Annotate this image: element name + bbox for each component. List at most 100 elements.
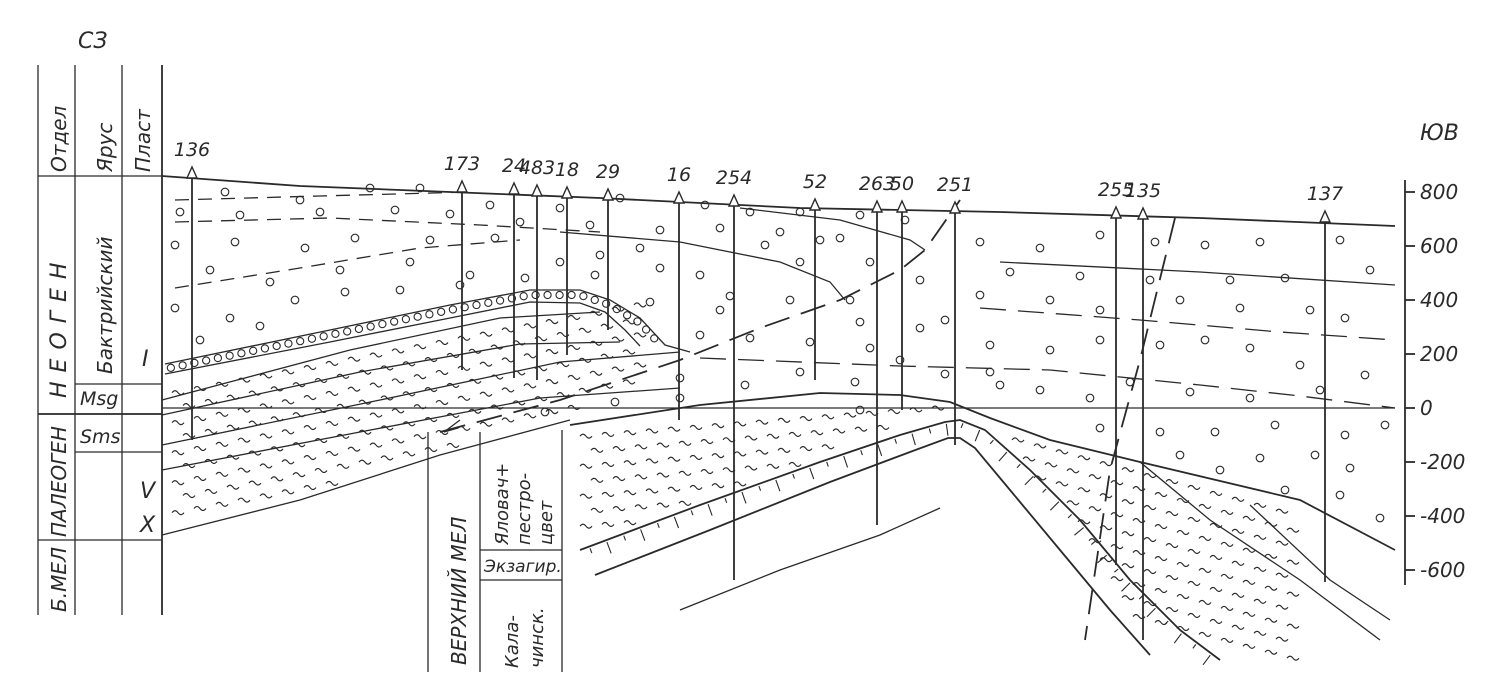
lens-boundary — [739, 207, 926, 251]
well-number-label: 50 — [890, 173, 914, 195]
clay-wave — [1011, 437, 1025, 443]
clay-wave — [391, 408, 405, 414]
clay-wave — [413, 434, 427, 440]
clay-wave — [590, 477, 604, 483]
well-marker — [530, 183, 544, 197]
clay-wave — [1264, 521, 1278, 527]
clay-wave — [193, 445, 207, 452]
clay-wave — [633, 362, 647, 368]
clay-wave — [479, 361, 493, 367]
fault-line — [439, 199, 961, 433]
clay-wave — [435, 369, 449, 376]
pebble — [178, 361, 187, 370]
well-marker — [895, 199, 909, 213]
clay-wave — [1286, 559, 1300, 565]
sand-circle — [1185, 387, 1195, 397]
sand-circle — [1005, 267, 1015, 277]
clay-wave — [601, 431, 615, 437]
pebble — [284, 339, 293, 348]
pebble — [213, 353, 223, 363]
brick-mark — [809, 467, 815, 480]
clay-wave — [479, 421, 493, 427]
well-marker — [948, 200, 962, 214]
sand-circle — [175, 207, 185, 217]
clay-wave — [1033, 475, 1047, 481]
brick-mark — [673, 516, 680, 529]
sand-circle — [795, 207, 805, 217]
clay-wave — [435, 339, 449, 346]
well-number-label: 16 — [667, 164, 691, 186]
clay-wave — [601, 521, 615, 527]
clay-wave — [821, 414, 835, 420]
sand-circle — [975, 237, 985, 247]
clay-wave — [1187, 612, 1201, 619]
brick-mark — [960, 423, 964, 429]
clay-wave — [369, 352, 383, 358]
clay-wave — [490, 344, 504, 350]
clay-wave — [1088, 538, 1102, 544]
brick-mark — [1067, 514, 1072, 519]
clay-wave — [567, 344, 581, 350]
clay-wave — [821, 444, 835, 450]
clay-wave — [766, 463, 780, 469]
sand-circle — [1145, 275, 1155, 285]
depth-tick-label: 200 — [1420, 342, 1458, 366]
clay-wave — [755, 449, 769, 455]
clay-wave — [402, 391, 416, 397]
ground-surface — [161, 175, 1396, 227]
well-marker — [601, 187, 615, 201]
clay-wave — [215, 411, 229, 417]
sand-circle — [865, 343, 875, 353]
clay-wave — [325, 450, 339, 456]
sand-circle — [1155, 427, 1165, 437]
sand-circle — [835, 233, 845, 243]
pebble — [366, 322, 375, 331]
stage-msg: Msg — [80, 388, 118, 410]
clay-wave — [1220, 605, 1234, 611]
brick-mark — [1173, 633, 1182, 644]
sand-circle — [230, 237, 240, 247]
stratum-boundary — [161, 311, 601, 401]
brick-mark — [640, 529, 646, 541]
clay-wave — [171, 450, 185, 456]
sand-circle — [1045, 345, 1055, 355]
clay-wave — [369, 382, 383, 388]
clay-wave — [457, 395, 471, 401]
clay-wave — [347, 356, 361, 362]
clay-wave — [1099, 461, 1113, 467]
kalachinsk-label-1: Кала- — [502, 615, 523, 668]
clay-wave — [579, 463, 593, 469]
clay-wave — [523, 383, 537, 389]
well-marker — [560, 185, 574, 199]
clay-wave — [358, 429, 372, 435]
sand-circle — [265, 277, 275, 287]
clay-wave — [490, 374, 504, 380]
brick-mark — [1097, 554, 1108, 564]
well-number-label: 173 — [444, 153, 480, 175]
clay-wave — [358, 399, 372, 405]
sandstone-circles — [170, 183, 1390, 523]
brick-mark — [911, 433, 916, 446]
clay-wave — [424, 387, 438, 393]
fault-line — [1084, 217, 1176, 641]
clay-wave — [413, 404, 427, 410]
clay-wave — [292, 382, 306, 388]
well-marker — [1136, 206, 1150, 220]
pebble — [413, 312, 422, 321]
upper-cretaceous-label: ВЕРХНИЙ МЕЛ — [447, 517, 471, 665]
clay-wave — [270, 386, 284, 392]
horizon-line — [999, 261, 1396, 286]
clay-wave — [1253, 630, 1267, 636]
clay-wave — [744, 465, 758, 471]
clay-wave — [876, 424, 890, 430]
clay-wave — [667, 426, 681, 432]
sand-circle — [895, 355, 905, 365]
clay-wave — [622, 319, 636, 325]
clay-wave — [1286, 655, 1300, 661]
clay-waves — [171, 302, 1300, 661]
brick-mark — [877, 444, 883, 457]
sand-circle — [635, 243, 645, 253]
clay-wave — [193, 505, 207, 512]
